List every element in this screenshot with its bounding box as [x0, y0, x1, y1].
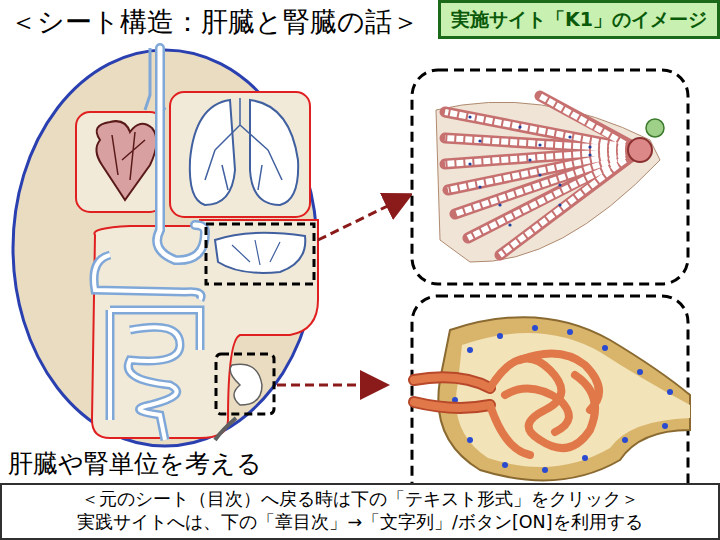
kidney	[230, 364, 262, 405]
intestines	[110, 310, 200, 440]
zoom-arrow	[318, 196, 408, 240]
liver	[215, 233, 305, 273]
navigation-box: ＜元のシート（目次）へ戻る時は下の「テキスト形式」をクリック＞実践サイトへは、下…	[0, 483, 720, 540]
liver-lobule-panel	[412, 70, 688, 284]
kidney-focus-box	[216, 354, 274, 414]
zoom-arrow	[277, 384, 384, 387]
slide-title: ＜シート構造：肝臓と腎臓の話＞	[8, 4, 421, 39]
site-badge: 実施サイト「K1」のイメージ	[438, 0, 720, 39]
right-lung	[250, 100, 298, 205]
caption-label: 肝臓や腎単位を考える	[8, 448, 262, 479]
liver-focus-box	[206, 224, 314, 284]
lung-region	[170, 92, 310, 217]
badge-text: 実施サイト「K1」のイメージ	[451, 7, 707, 32]
heart-region	[76, 112, 164, 212]
esophagus-stomach	[157, 48, 205, 260]
abdomen-region	[92, 220, 318, 438]
liver-lobule	[436, 96, 664, 262]
duodenum	[94, 255, 201, 300]
glomerulus	[414, 317, 690, 480]
navigation-text: ＜元のシート（目次）へ戻る時は下の「テキスト形式」をクリック＞	[6, 488, 714, 512]
heart	[96, 121, 156, 200]
navigation-text: 実践サイトへは、下の「章目次」→「文字列」/ボタン[ON]を利用する	[6, 511, 714, 535]
